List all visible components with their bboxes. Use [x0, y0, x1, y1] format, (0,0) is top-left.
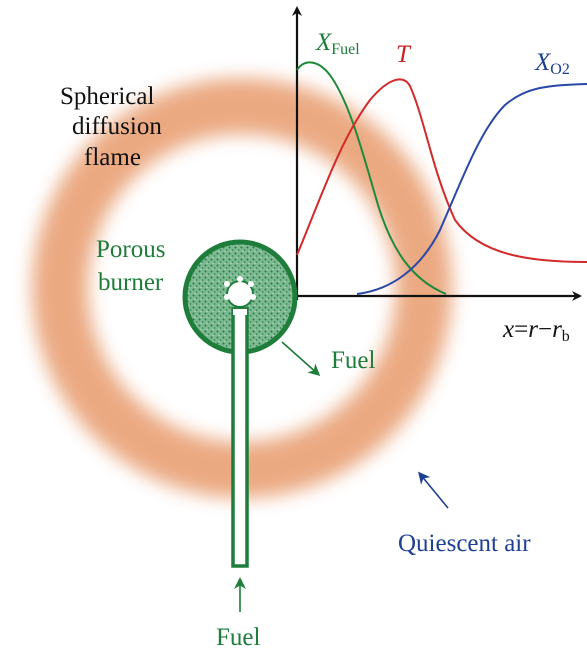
- oxygen-mole-fraction-curve: [356, 83, 587, 295]
- burner-feed-tube: [231, 307, 249, 568]
- flame-label-line-1: Spherical: [60, 83, 154, 110]
- x-axis-label: x=r−rb: [502, 316, 570, 345]
- oxygen-curve-label: XO2: [534, 49, 570, 78]
- flame-label-line-3: flame: [84, 144, 141, 171]
- fuel-inflow-label: Fuel: [216, 624, 261, 651]
- quiescent-air-arrow: [418, 471, 449, 509]
- fuel-outflow-arrow: [281, 341, 321, 376]
- burner-label-line-1: Porous: [96, 236, 165, 263]
- burner-inner-cavity: [224, 276, 256, 308]
- temperature-curve: [296, 78, 587, 263]
- burner-label-line-2: burner: [98, 269, 164, 296]
- fuel-mole-fraction-curve: [296, 61, 447, 295]
- fuel-outflow-label: Fuel: [331, 347, 376, 374]
- temperature-curve-label: T: [396, 41, 412, 68]
- quiescent-air-label: Quiescent air: [398, 530, 531, 557]
- fuel-curve-label: XFuel: [315, 29, 360, 58]
- flame-label-line-2: diffusion: [72, 113, 162, 140]
